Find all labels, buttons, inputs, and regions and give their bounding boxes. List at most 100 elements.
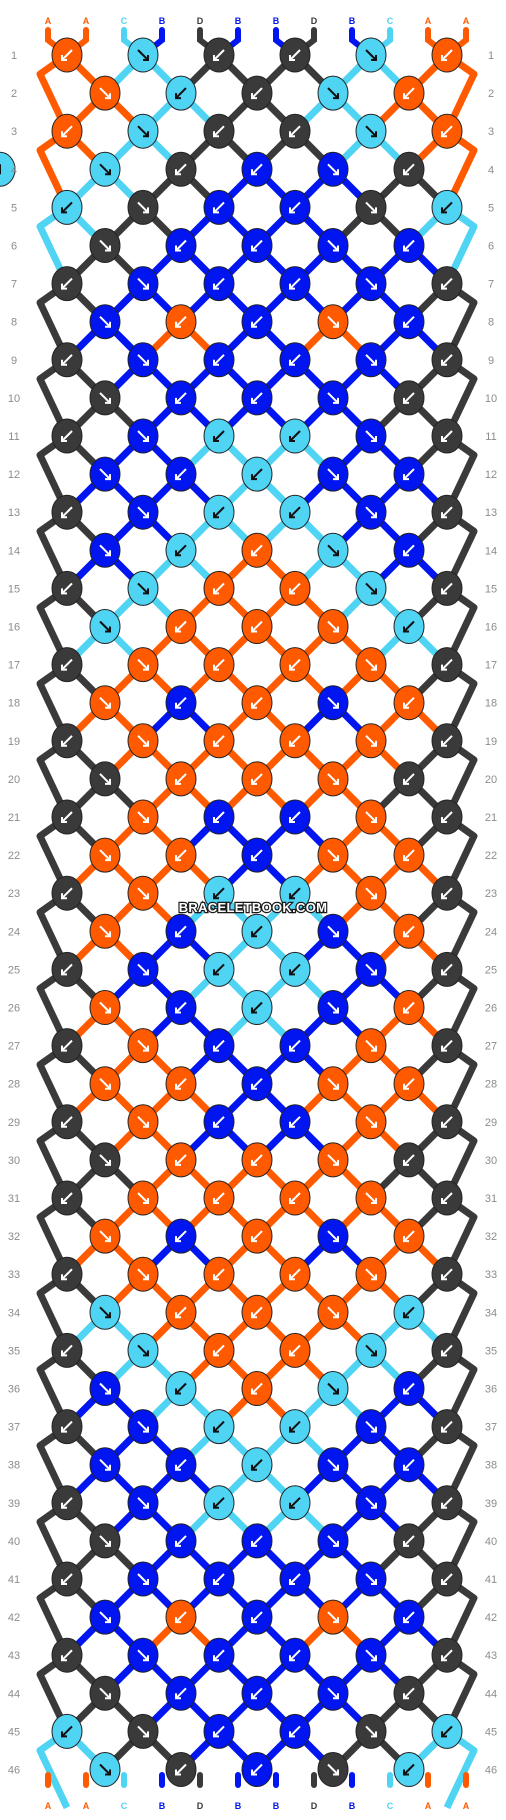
arrow-head — [441, 55, 447, 61]
arrow-icon — [327, 773, 339, 785]
arrow-head — [61, 512, 67, 519]
arrow-head — [61, 1121, 67, 1128]
row-number-right: 31 — [485, 1193, 497, 1205]
knot — [127, 266, 159, 302]
arrow-head — [371, 512, 377, 519]
knot — [165, 609, 197, 644]
arrow-icon — [175, 696, 187, 709]
arrow-head — [403, 93, 409, 100]
knot — [279, 189, 311, 225]
arrow-icon — [403, 1306, 415, 1319]
arrow-icon — [137, 1344, 149, 1357]
row-number-left: 25 — [8, 964, 20, 976]
arrow-icon — [441, 1420, 453, 1433]
arrow-head — [251, 1617, 257, 1624]
knot — [203, 1104, 235, 1140]
knot — [89, 1447, 121, 1483]
knot — [317, 837, 349, 873]
row-number-right: 4 — [488, 164, 494, 176]
arrow-icon — [137, 1725, 149, 1738]
arrow-head — [441, 969, 447, 976]
arrow-head — [289, 1426, 295, 1433]
arrow-head — [251, 245, 257, 252]
arrow-icon — [365, 1649, 377, 1661]
arrow-head — [333, 855, 339, 862]
arrow-icon — [251, 87, 263, 99]
strand-label-top: C — [387, 16, 394, 26]
arrow-head — [105, 1312, 111, 1319]
knot — [203, 1409, 235, 1445]
arrow-head — [105, 1464, 111, 1471]
arrow-icon — [99, 773, 111, 785]
arrow-icon — [365, 1344, 377, 1357]
arrow-icon — [441, 658, 453, 671]
row-number-left: 23 — [8, 888, 20, 900]
row-number-left: 26 — [8, 1003, 20, 1015]
arrow-head — [105, 855, 111, 862]
arrow-icon — [61, 1420, 73, 1433]
arrow-head — [289, 893, 295, 900]
arrow-head — [105, 321, 111, 328]
row-number-right: 16 — [485, 622, 497, 634]
arrow-icon — [441, 277, 453, 290]
arrow-head — [213, 436, 219, 442]
knot — [165, 990, 197, 1025]
arrow-head — [441, 1502, 447, 1509]
row-number-right: 23 — [485, 888, 497, 900]
arrow-icon — [403, 468, 415, 480]
row-number-right: 5 — [488, 202, 494, 214]
arrow-icon — [251, 544, 263, 557]
knot — [317, 1523, 349, 1559]
row-number-left: 32 — [8, 1231, 20, 1243]
arrow-icon — [175, 620, 187, 633]
arrow-icon — [441, 1268, 453, 1280]
arrow-head — [105, 931, 111, 938]
arrow-head — [61, 1045, 67, 1052]
arrow-head — [251, 474, 257, 481]
knot — [165, 1447, 197, 1483]
arrow-icon — [289, 1116, 301, 1128]
arrow-icon — [175, 1230, 187, 1242]
knot — [165, 1294, 197, 1330]
arrow-head — [441, 1198, 447, 1204]
arrow-head — [289, 1502, 295, 1509]
arrow-icon — [99, 544, 111, 557]
arrow-head — [175, 245, 181, 252]
strand-label-top: C — [121, 16, 128, 26]
arrow-icon — [137, 735, 149, 747]
arrow-head — [403, 1464, 409, 1471]
knot — [355, 1180, 387, 1216]
arrow-icon — [403, 315, 415, 328]
arrow-head — [289, 817, 295, 823]
knot — [393, 75, 425, 111]
knot — [317, 1066, 349, 1102]
knot — [279, 1028, 311, 1064]
arrow-icon — [289, 1497, 301, 1509]
arrow-icon — [99, 1611, 111, 1623]
row-number-left: 8 — [11, 317, 17, 329]
knot — [241, 75, 273, 111]
arrow-head — [105, 1617, 111, 1624]
knot — [241, 1447, 273, 1483]
knot — [279, 1332, 311, 1368]
knot — [203, 342, 235, 378]
arrow-icon — [327, 849, 339, 861]
arrow-icon — [251, 1001, 263, 1014]
arrow-head — [333, 321, 339, 328]
arrow-head — [441, 817, 447, 823]
arrow-icon — [137, 1268, 149, 1280]
knot — [317, 1675, 349, 1711]
arrow-head — [289, 1579, 295, 1585]
arrow-icon — [137, 1116, 149, 1128]
arrow-head — [441, 283, 447, 290]
arrow-head — [289, 1121, 295, 1128]
arrow-icon — [251, 1763, 263, 1776]
arrow-head — [403, 1007, 409, 1014]
row-number-left: 10 — [8, 393, 20, 405]
arrow-icon — [289, 201, 301, 214]
knot — [165, 1675, 197, 1711]
row-number-right: 24 — [485, 926, 497, 938]
arrow-icon — [441, 887, 453, 899]
arrow-head — [175, 1007, 181, 1014]
arrow-head — [403, 474, 409, 481]
